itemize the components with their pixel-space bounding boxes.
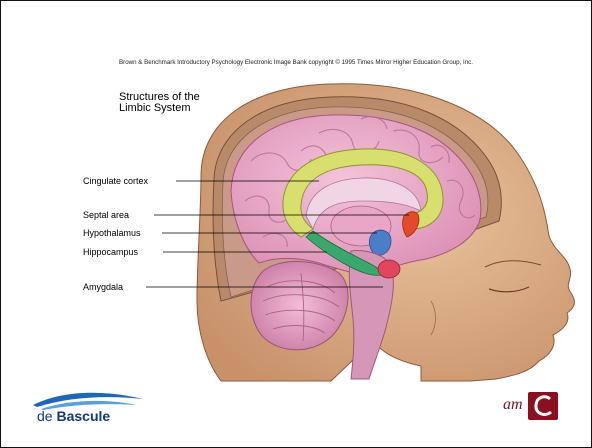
logo-prefix: de [37,408,56,424]
amc-logo: am [503,390,563,426]
amc-c-icon [526,390,560,422]
label-hippocampus: Hippocampus [83,247,138,257]
label-hypothalamus: Hypothalamus [83,228,141,238]
de-bascule-logo: de Bascule [31,387,161,427]
logo-name: Bascule [56,408,110,424]
figure-title: Structures of the Limbic System [119,92,200,114]
label-septal-area: Septal area [83,210,129,220]
amc-wordmark: am [503,396,523,414]
label-cingulate-cortex: Cingulate cortex [83,176,148,186]
figure-title-line2: Limbic System [119,103,200,114]
de-bascule-wordmark: de Bascule [37,408,110,424]
label-amygdala: Amygdala [83,282,123,292]
amygdala [378,260,400,278]
